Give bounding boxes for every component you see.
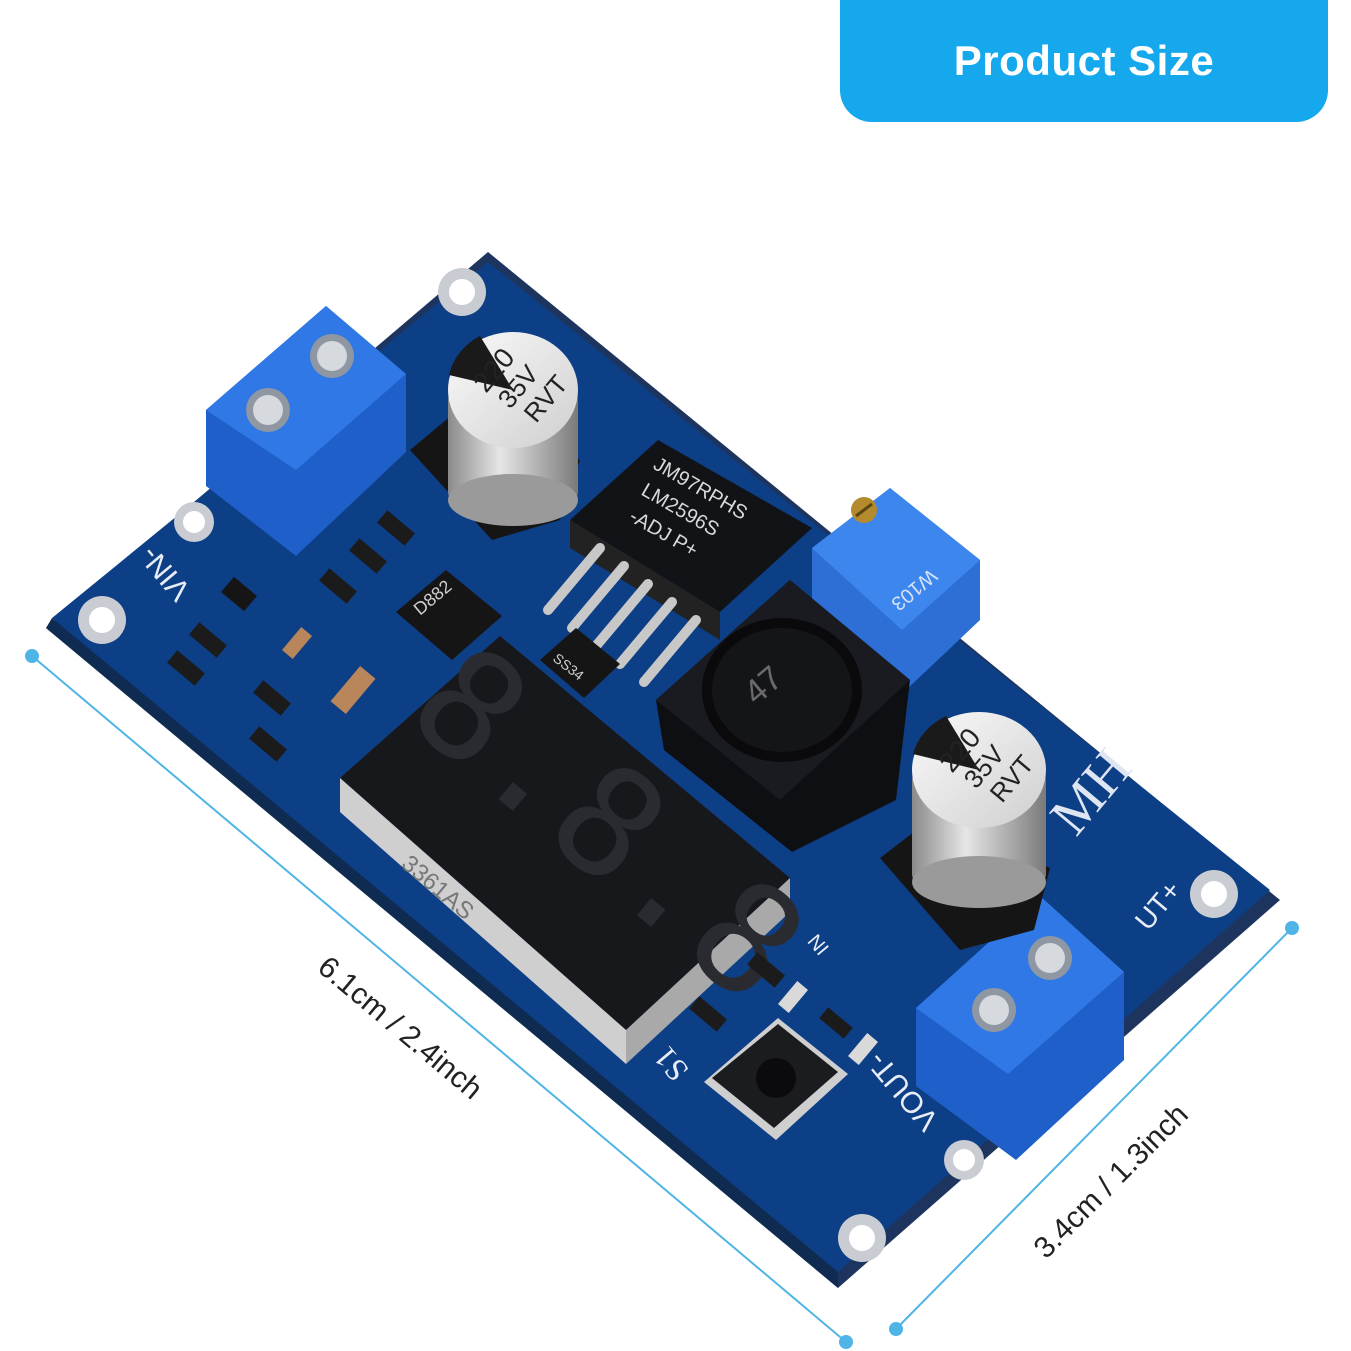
- regulator-pins: [543, 543, 701, 687]
- smd-capacitor: [330, 665, 376, 715]
- screw-icon: [246, 388, 290, 432]
- smd-resistor: [319, 568, 357, 604]
- length-dimension-line: [25, 649, 853, 1349]
- smd-sot23: [221, 576, 257, 612]
- power-inductor: 47: [656, 580, 910, 852]
- output-capacitor: 220 35V RVT: [880, 712, 1050, 950]
- mounting-hole-icon: [78, 596, 126, 644]
- smd-led: [777, 981, 809, 1013]
- smd-components: [167, 510, 879, 1065]
- mounting-holes: [78, 268, 1238, 1262]
- smd-resistor: [189, 622, 227, 658]
- mounting-hole-icon: [174, 502, 214, 542]
- input-terminal-block: [206, 306, 406, 556]
- screw-icon: [310, 334, 354, 378]
- mounting-hole-icon: [1190, 870, 1238, 918]
- smd-resistor: [253, 680, 291, 716]
- smd-capacitor: [281, 627, 313, 659]
- smd-resistor: [747, 952, 785, 988]
- smd-resistor: [349, 538, 387, 574]
- smd-led: [847, 1033, 879, 1065]
- width-dimension-line: [889, 921, 1299, 1336]
- mounting-hole-icon: [944, 1140, 984, 1180]
- mounting-hole-icon: [838, 1214, 886, 1262]
- smd-resistor: [689, 996, 727, 1032]
- adjust-screw-icon: [851, 497, 877, 523]
- badge-title: Product Size: [953, 37, 1215, 84]
- smd-resistor: [377, 510, 415, 546]
- mounting-hole-icon: [438, 268, 486, 316]
- push-button-s1: [704, 1018, 848, 1140]
- output-terminal-block: [916, 896, 1124, 1160]
- product-size-badge: Product Size: [840, 0, 1328, 122]
- smd-resistor: [249, 726, 287, 762]
- input-capacitor: 220 35V RVT: [410, 332, 580, 540]
- smd-resistor: [167, 650, 205, 686]
- lm2596-regulator-chip: JM97RPHS LM2596S -ADJ P+: [543, 440, 812, 687]
- screw-icon: [972, 988, 1016, 1032]
- screw-icon: [1028, 936, 1072, 980]
- smd-resistor: [819, 1007, 853, 1039]
